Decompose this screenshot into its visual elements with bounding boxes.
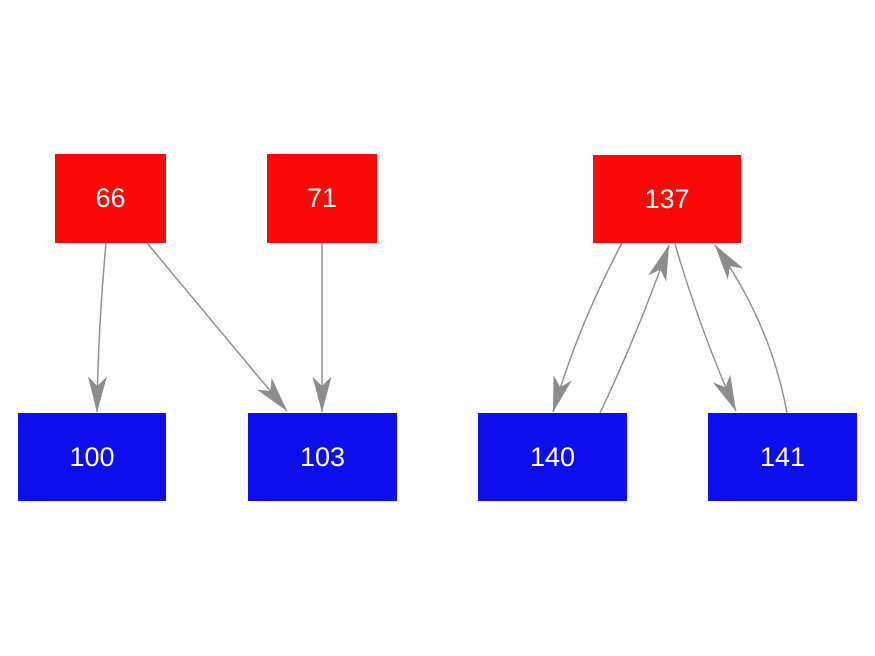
node-label: 140: [529, 441, 576, 472]
node-label: 66: [95, 183, 126, 213]
node-label: 100: [69, 441, 115, 472]
edge-140-to-137: [599, 244, 670, 414]
edges-group: [87, 242, 788, 414]
graph-node-100: 100: [18, 413, 166, 501]
graph-node-140: 140: [478, 413, 627, 501]
graph-node-71: 71: [267, 154, 377, 243]
node-label: 71: [306, 183, 338, 213]
edge-66-to-100: [87, 242, 107, 413]
edge-137-to-141: [674, 243, 737, 412]
graph-node-66: 66: [55, 154, 166, 243]
edge-66-to-103: [146, 242, 288, 412]
graph-node-141: 141: [708, 413, 857, 501]
graph-node-137: 137: [593, 155, 741, 243]
node-label: 137: [644, 183, 690, 214]
edge-137-to-140: [552, 242, 623, 413]
edge-141-to-137: [714, 244, 788, 414]
graph-node-103: 103: [248, 413, 397, 501]
node-label: 141: [759, 441, 806, 472]
node-label: 103: [299, 441, 346, 472]
